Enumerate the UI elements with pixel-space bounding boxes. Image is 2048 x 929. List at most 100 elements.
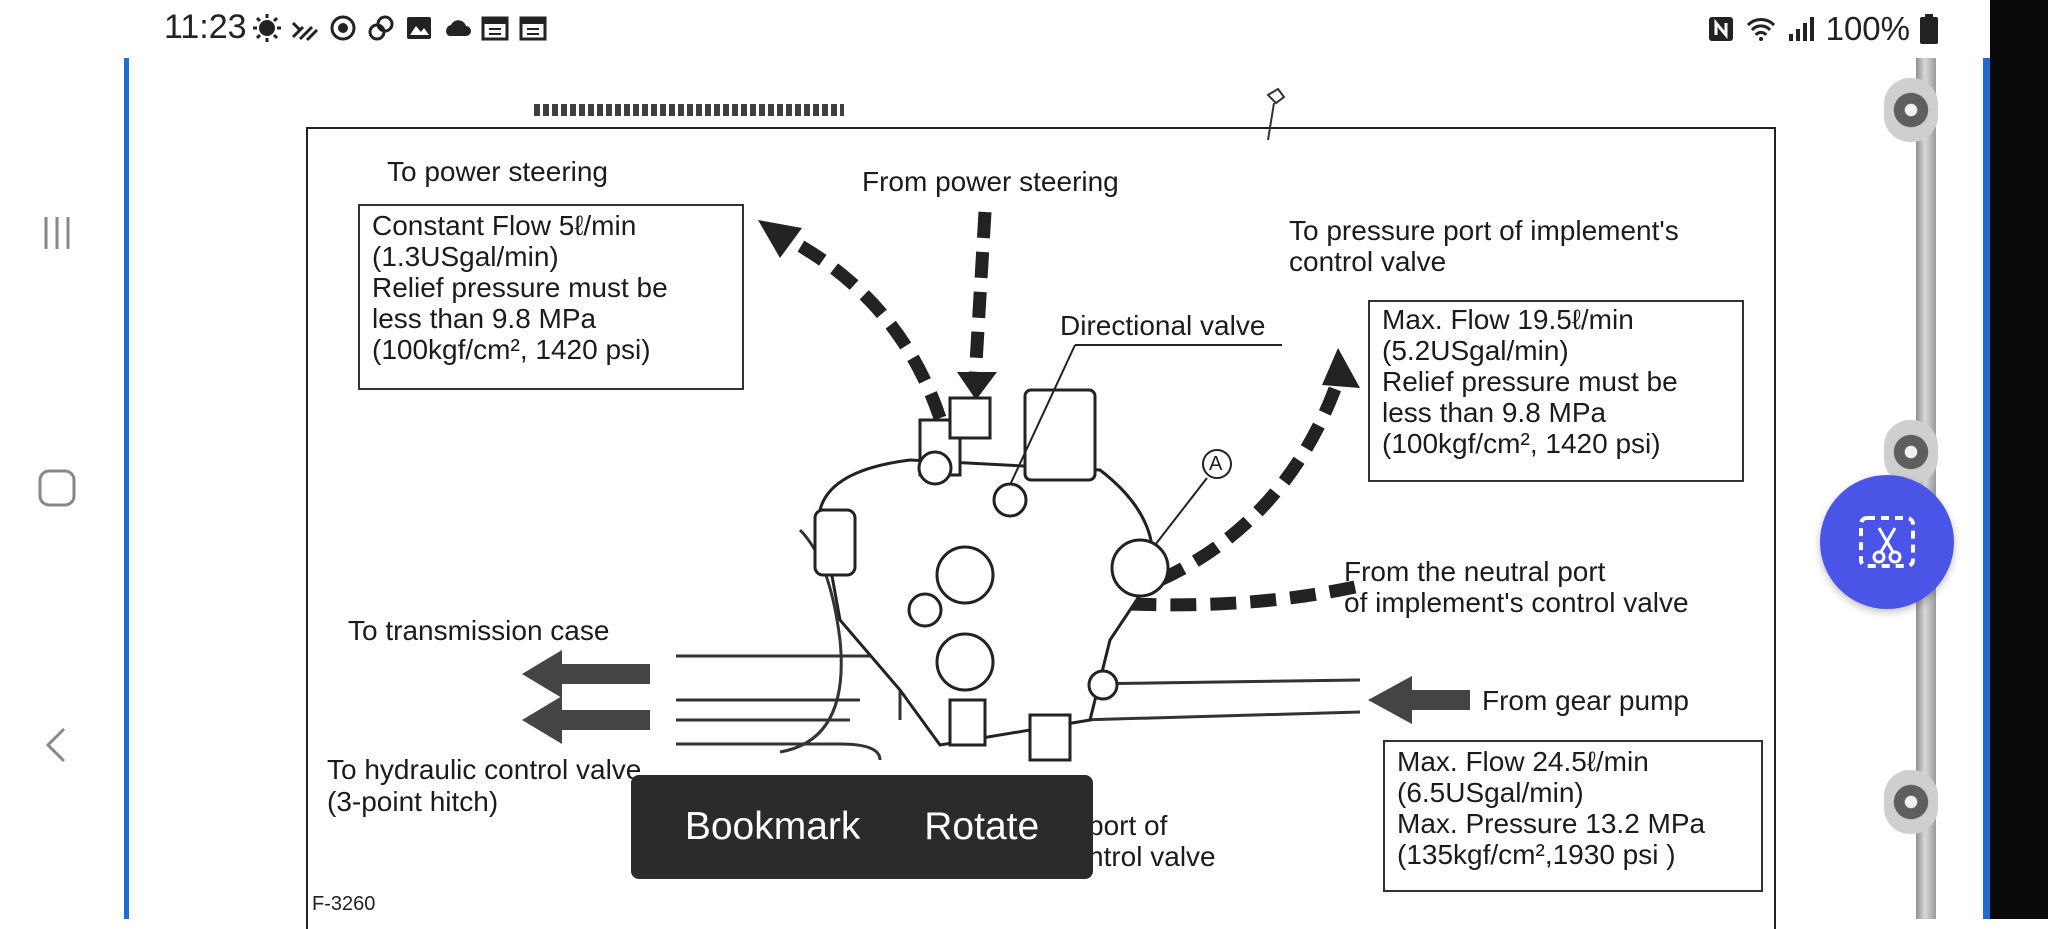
scissors-select-icon	[1859, 516, 1915, 568]
pipe-right-2	[1079, 710, 1361, 722]
pipe-left-4	[676, 742, 882, 761]
marker-a-circle	[1202, 449, 1232, 479]
cloud-icon	[446, 20, 471, 36]
port-a	[1110, 538, 1170, 598]
label-to-pressure-port-2: control valve	[1289, 246, 1447, 277]
cut-off-text	[534, 104, 844, 116]
label-from-power-steering: From power steering	[862, 166, 1119, 197]
spec-impl-line-3: Relief pressure must be	[1382, 366, 1678, 397]
diagram-frame	[306, 127, 1776, 929]
pipe-right	[1079, 678, 1361, 686]
spec-ps-line-4: less than 9.8 MPa	[372, 303, 597, 334]
calendar-alt-icon	[519, 16, 547, 41]
system-icons: 100%	[1706, 10, 1938, 48]
spec-ps-line-1: Constant Flow 5ℓ/min	[372, 210, 637, 241]
label-to-transmission: To transmission case	[348, 615, 610, 646]
spec-impl-line-5: (100kgf/cm², 1420 psi)	[1382, 428, 1661, 459]
scan-speck	[1266, 87, 1286, 141]
label-from-neutral-2: of implement's control valve	[1344, 587, 1689, 618]
arrowhead-from-ps	[957, 372, 997, 400]
calendar-icon	[481, 16, 509, 41]
spec-ps-line-2: (1.3USgal/min)	[372, 241, 559, 272]
port-middle	[935, 545, 995, 605]
arrow-transmission-1-shaft	[560, 664, 650, 684]
spec-gp-line-4: (135kgf/cm²,1930 psi )	[1397, 839, 1676, 870]
arrow-from-power-steering	[968, 211, 992, 381]
port-lower	[935, 632, 995, 692]
fitting-1	[917, 450, 953, 486]
viewer-right-border	[1983, 58, 1990, 919]
label-from-neutral-1: From the neutral port	[1344, 556, 1606, 587]
wifi-icon	[1746, 18, 1775, 41]
label-to-pressure-port-1: To pressure port of implement's	[1289, 215, 1679, 246]
label-to-hydraulic-1: To hydraulic control valve	[327, 754, 642, 785]
home-icon	[38, 469, 76, 507]
bookmark-button[interactable]: Bookmark	[684, 805, 861, 848]
leader-a	[1154, 477, 1208, 546]
valve-body	[818, 458, 1155, 747]
context-menu: Bookmark Rotate	[631, 775, 1093, 879]
screen-edge	[1990, 0, 2048, 919]
spec-impl-line-4: less than 9.8 MPa	[1382, 397, 1607, 428]
bottom-port-2	[1028, 713, 1072, 762]
top-fitting-2	[948, 396, 992, 440]
center-port	[992, 482, 1028, 518]
leader-directional	[1009, 344, 1076, 486]
recent-apps-button[interactable]	[22, 198, 92, 268]
status-time: 11:23	[164, 8, 247, 46]
arrowhead-implement	[1322, 348, 1360, 388]
home-button[interactable]	[22, 453, 92, 523]
status-bar: 11:23 100%	[0, 0, 2048, 58]
label-from-gear-pump: From gear pump	[1482, 685, 1689, 716]
arrow-to-power-steering	[786, 234, 947, 421]
spec-impl-line-1: Max. Flow 19.5ℓ/min	[1382, 304, 1634, 335]
sun-icon	[253, 14, 281, 42]
arrow-transmission-2-shaft	[560, 710, 650, 730]
arrow-to-implement	[1157, 372, 1347, 586]
arrow-transmission-1-head	[522, 650, 562, 698]
signal-slash-icon	[291, 21, 319, 42]
nfc-icon	[1708, 17, 1733, 41]
target-icon	[330, 15, 356, 41]
recent-apps-icon	[44, 217, 70, 249]
back-button[interactable]	[22, 710, 92, 780]
spec-ps-line-3: Relief pressure must be	[372, 272, 668, 303]
battery-percent: 100%	[1825, 10, 1910, 47]
arrow-gear-pump-shaft	[1410, 690, 1470, 710]
spec-gp-line-2: (6.5USgal/min)	[1397, 777, 1584, 808]
arrowhead-power-steering	[758, 220, 802, 258]
battery-icon	[1920, 14, 1938, 44]
bolt-left	[907, 592, 943, 628]
pipe-left-upper	[676, 654, 902, 720]
document-page[interactable]	[129, 58, 1870, 919]
spec-gp-line-1: Max. Flow 24.5ℓ/min	[1397, 746, 1649, 777]
label-port-of-partial-2: ntrol valve	[1088, 841, 1216, 872]
label-directional-valve: Directional valve	[1060, 310, 1266, 341]
image-icon	[407, 17, 431, 39]
spec-box-gear-pump: Max. Flow 24.5ℓ/min (6.5USgal/min) Max. …	[1383, 740, 1763, 892]
directional-valve-cylinder	[1023, 388, 1097, 482]
binder-ring-3	[1884, 770, 1938, 834]
label-to-power-steering: To power steering	[387, 156, 609, 187]
arrow-transmission-2-head	[522, 696, 562, 744]
spec-impl-line-2: (5.2USgal/min)	[1382, 335, 1569, 366]
viewer-left-border	[124, 58, 129, 919]
label-port-of-partial-1: port of	[1088, 810, 1168, 841]
label-to-hydraulic-2: (3-point hitch)	[327, 786, 499, 817]
bolt-right	[1087, 669, 1119, 701]
left-port	[813, 508, 857, 577]
back-icon	[45, 727, 66, 763]
cell-signal-icon	[1788, 17, 1814, 41]
notification-icons	[252, 13, 548, 43]
binder-ring-2	[1884, 420, 1938, 484]
spec-ps-line-5: (100kgf/cm², 1420 psi)	[372, 334, 651, 365]
spec-box-implement: Max. Flow 19.5ℓ/min (5.2USgal/min) Relie…	[1368, 300, 1744, 482]
marker-a: A	[1209, 453, 1223, 475]
smart-select-button[interactable]	[1820, 475, 1954, 609]
spec-box-power-steering: Constant Flow 5ℓ/min (1.3USgal/min) Reli…	[358, 204, 744, 390]
rotate-button[interactable]: Rotate	[924, 805, 1040, 848]
spec-gp-line-3: Max. Pressure 13.2 MPa	[1397, 808, 1706, 839]
arrow-gear-pump-head	[1368, 676, 1412, 724]
figure-id: F-3260	[312, 893, 376, 915]
